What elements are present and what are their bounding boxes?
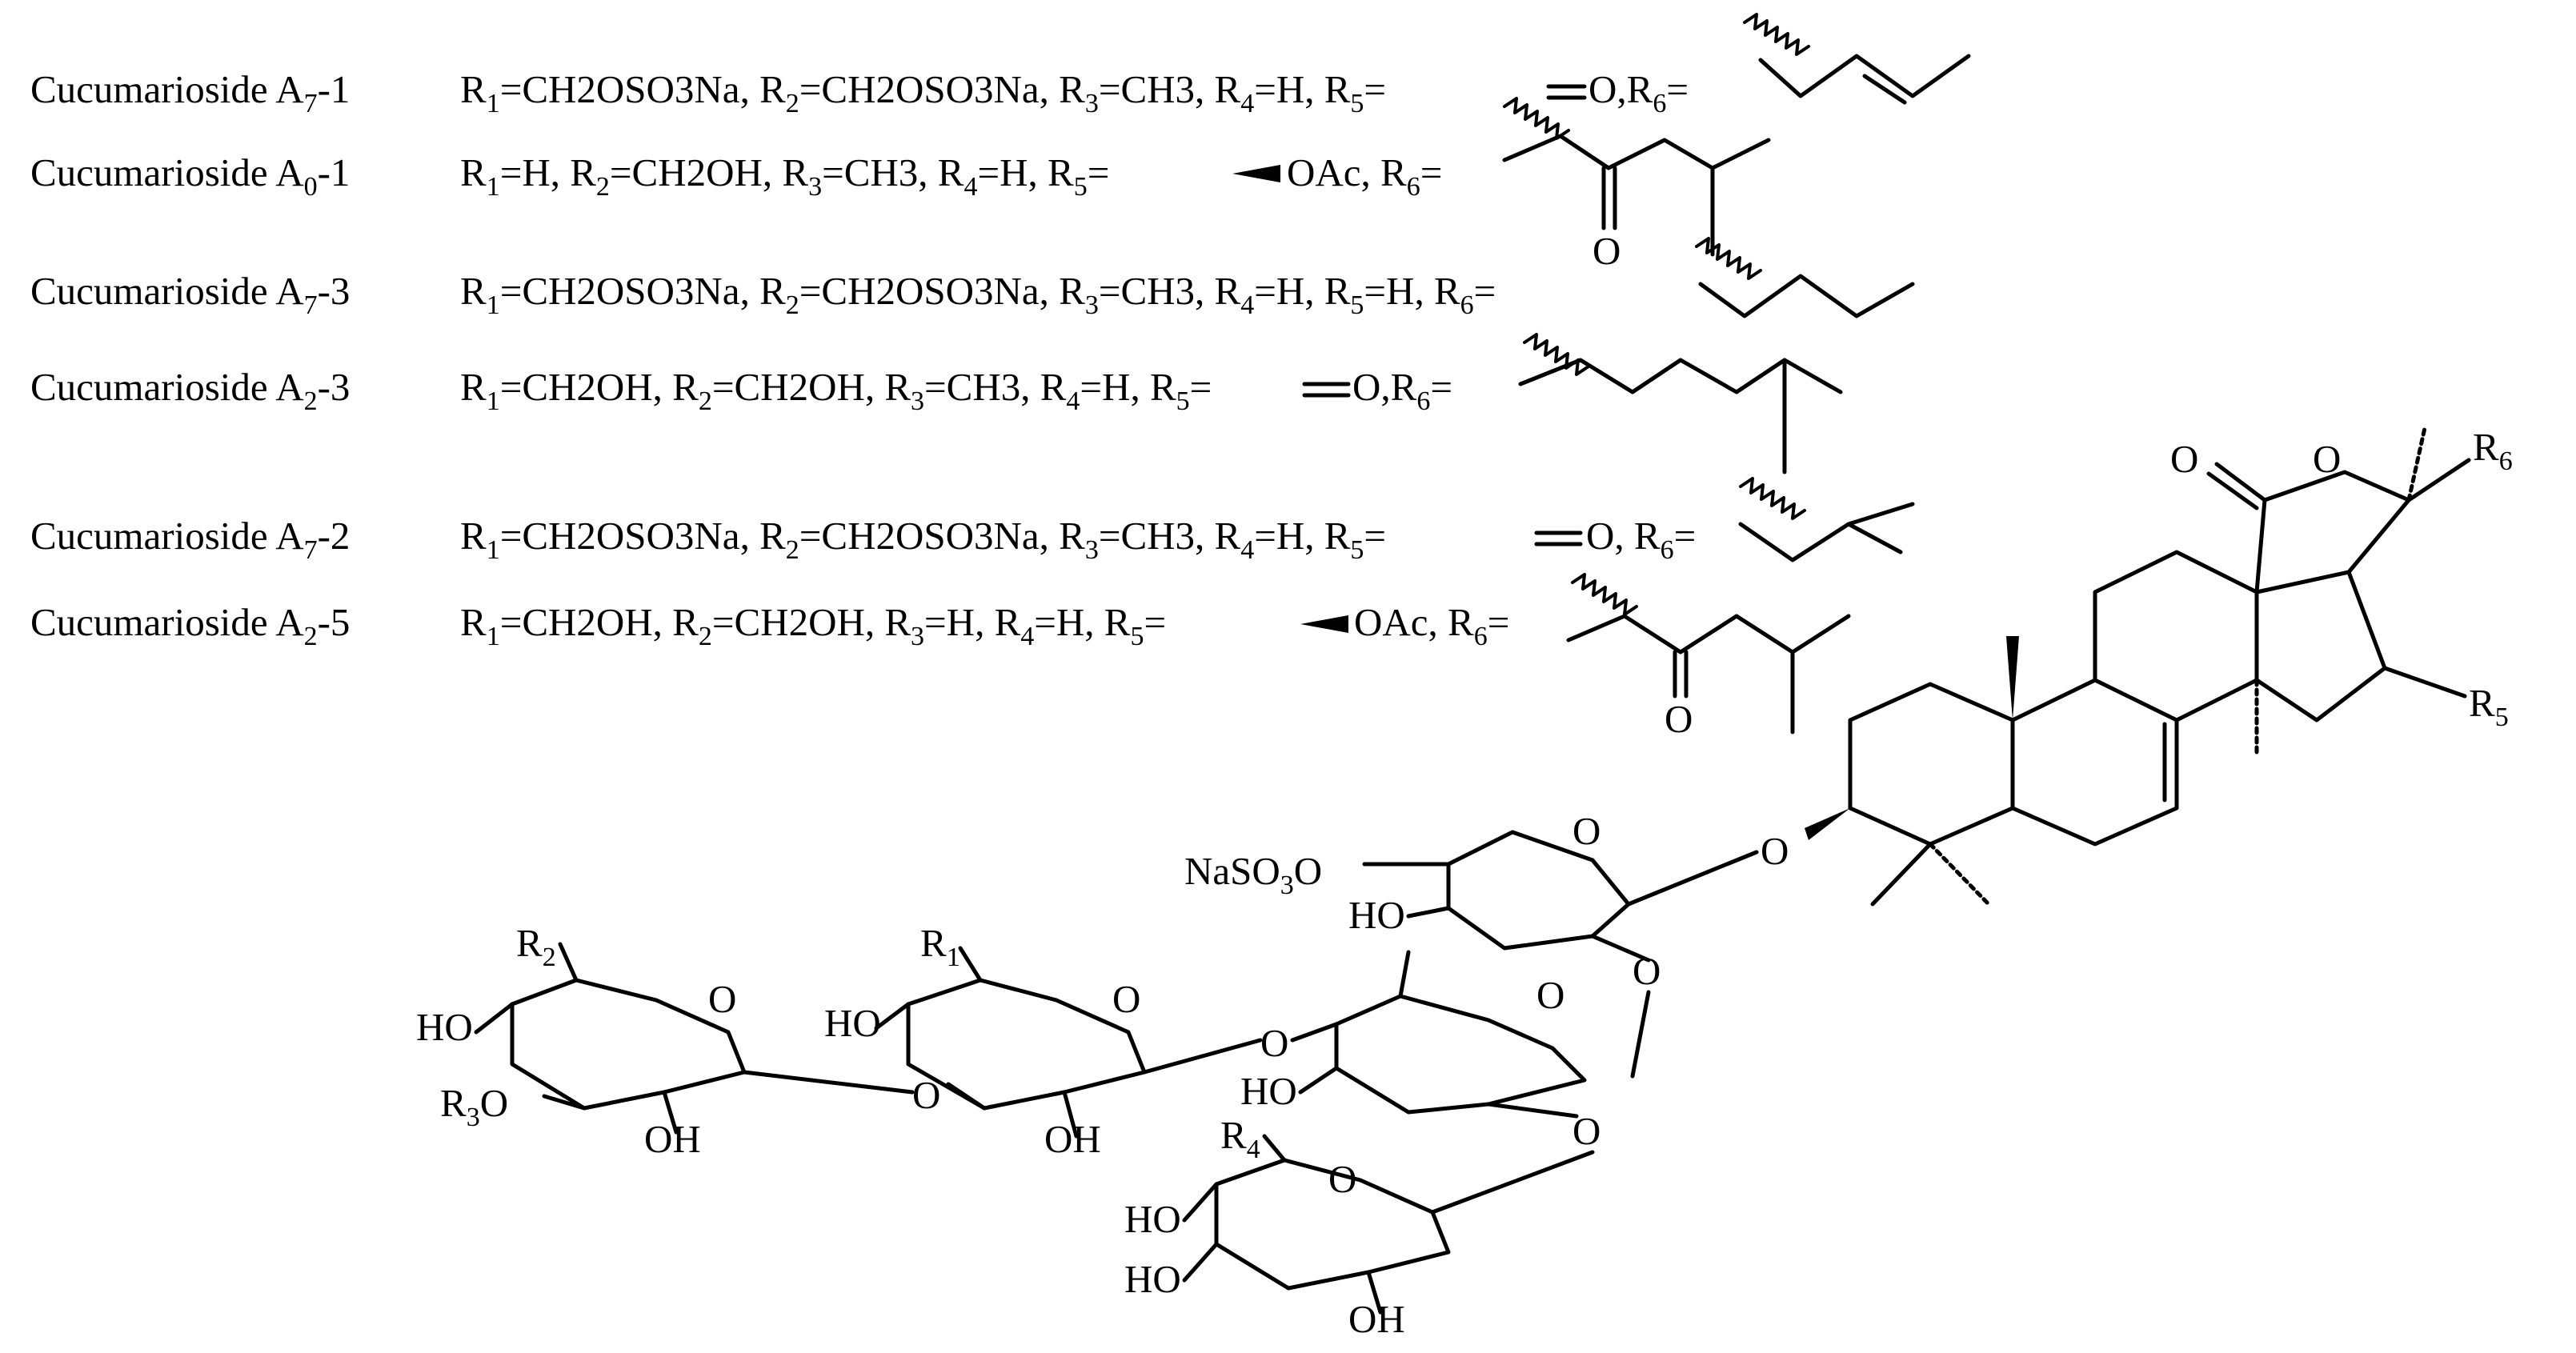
compound-row: Cucumarioside A2-3 R1=CH2OH, R2=CH2OH, R… [30, 333, 1843, 474]
compound-name: Cucumarioside A0-1 [30, 150, 350, 202]
substituent-list: R1=CH2OSO3Na, R2=CH2OSO3Na, R3=CH3, R4=H… [460, 67, 1386, 118]
r6-label: R6 [2473, 425, 2513, 476]
terminal-glucose-ring-oxygen: O [708, 977, 736, 1021]
wedge-bond-symbol [1300, 615, 1348, 633]
sugar-terminal-glucose: O R2 HO R3O OH [416, 921, 915, 1161]
sugar-glucose: O R1 HO O OH [824, 921, 1263, 1161]
r5-label: R5 [2469, 681, 2509, 732]
sugar-xylose: O NaSO3O HO O [1184, 809, 1759, 993]
terminal-glucose-hydroxyl: HO [416, 1005, 473, 1049]
bottom-sugar-ring-oxygen: O [1328, 1157, 1356, 1201]
sidechain-ethyl [1738, 477, 1915, 562]
r5-value: O, R6= [1586, 514, 1696, 565]
xylose-o2-oxygen: O [1633, 949, 1661, 993]
quinovose-hydroxyl: HO [1240, 1069, 1297, 1113]
compound-name: Cucumarioside A7-2 [30, 514, 350, 565]
quinovose-o2-oxygen: O [1572, 1109, 1600, 1153]
ketone-oxygen: O [1665, 697, 1693, 741]
sidechain-isohexyl [1518, 333, 1843, 474]
quinovose-ring-oxygen: O [1536, 973, 1564, 1017]
glucose-hydroxyl-4: HO [824, 1001, 881, 1045]
ring-c [2093, 550, 2259, 723]
nasulfate-label: NaSO3O [1184, 849, 1322, 900]
xylose-ring-oxygen: O [1572, 809, 1600, 853]
r4-label: R4 [1220, 1113, 1260, 1164]
r1-label: R1 [920, 921, 960, 972]
substituent-list: R1=CH2OH, R2=CH2OH, R3=H, R4=H, R5= [460, 600, 1166, 651]
bottom-sugar-hydroxyl-4: HO [1124, 1197, 1181, 1241]
glucose-hydroxyl-2: OH [1044, 1117, 1101, 1161]
ring-d [2254, 570, 2387, 723]
substituent-list: R1=H, R2=CH2OH, R3=CH3, R4=H, R5= [460, 150, 1109, 202]
bottom-sugar-hydroxyl-2: OH [1348, 1297, 1405, 1341]
compound-row: Cucumarioside A7-3 R1=CH2OSO3Na, R2=CH2O… [30, 237, 1915, 320]
sidechain-butyl [1743, 13, 1971, 105]
sidechain-ketone: O [1566, 573, 1851, 741]
compound-name: Cucumarioside A2-3 [30, 365, 350, 416]
terminal-glucose-hydroxyl-2: OH [644, 1117, 701, 1161]
r5-value: OAc, R6= [1354, 600, 1509, 651]
r5-value: O,R6= [1352, 365, 1452, 416]
oligosaccharide-chain: O NaSO3O HO O O O HO O O R1 [416, 809, 1759, 1341]
glucose-o3-oxygen: O [912, 1073, 940, 1117]
bottom-sugar-hydroxyl-3: HO [1124, 1257, 1181, 1301]
ketone-oxygen: O [1592, 229, 1621, 273]
compound-row: Cucumarioside A7-2 R1=CH2OSO3Na, R2=CH2O… [30, 477, 1915, 565]
aglycone-oxygen: O [1761, 829, 1789, 873]
ring-b [2010, 678, 2179, 847]
compound-name: Cucumarioside A2-5 [30, 600, 350, 651]
sugar-quinovose: O O HO O [1240, 950, 1651, 1153]
substituent-list: R1=CH2OSO3Na, R2=CH2OSO3Na, R3=CH3, R4=H… [460, 269, 1496, 320]
aglycone-skeleton: O O R6 R5 O [1761, 425, 2513, 907]
lactone-ring [2254, 470, 2411, 594]
r3-label: R3O [440, 1081, 508, 1132]
compound-list: Cucumarioside A7-1 R1=CH2OSO3Na, R2=CH2O… [30, 13, 1971, 741]
ring-a [1848, 682, 2015, 847]
lactone-ring-oxygen: O [2313, 437, 2341, 481]
compound-row: Cucumarioside A7-1 R1=CH2OSO3Na, R2=CH2O… [30, 13, 1971, 118]
compound-row: Cucumarioside A2-5 R1=CH2OH, R2=CH2OH, R… [30, 573, 1851, 741]
r5-value: OAc, R6= [1287, 150, 1442, 202]
xylose-hydroxyl: HO [1348, 893, 1405, 937]
compound-name: Cucumarioside A7-3 [30, 269, 350, 320]
substituent-list: R1=CH2OSO3Na, R2=CH2OSO3Na, R3=CH3, R4=H… [460, 514, 1386, 565]
r5-value: O,R6= [1588, 67, 1689, 118]
glucose-ring-oxygen: O [1112, 977, 1140, 1021]
sidechain-butyl [1695, 237, 1915, 318]
lactone-carbonyl-oxygen: O [2170, 437, 2198, 481]
compound-name: Cucumarioside A7-1 [30, 67, 350, 118]
sugar-bottom: O R4 HO HO OH [1124, 1113, 1595, 1341]
sidechain-ketone: O [1502, 97, 1771, 273]
r2-label: R2 [516, 921, 556, 972]
quinovose-o4-oxygen: O [1260, 1021, 1288, 1065]
wedge-bond-symbol [1232, 165, 1280, 182]
substituent-list: R1=CH2OH, R2=CH2OH, R3=CH3, R4=H, R5= [460, 365, 1212, 416]
compound-row: Cucumarioside A0-1 R1=H, R2=CH2OH, R3=CH… [30, 97, 1771, 273]
